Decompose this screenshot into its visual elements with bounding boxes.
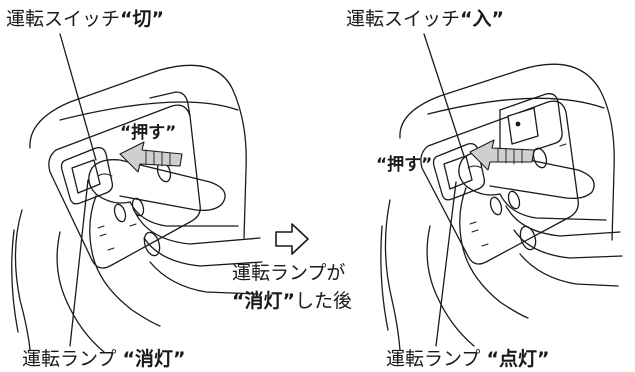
right-push-arrow [469, 139, 535, 171]
hollow-arrow-right-icon [275, 223, 309, 255]
left-lamp-leader [69, 179, 89, 347]
left-switch-state: “切” [120, 8, 164, 30]
left-push-arrow [119, 141, 183, 173]
right-lamp-state: “点灯” [486, 348, 550, 370]
left-push-label: “押す” [120, 123, 177, 143]
right-lamp-label: 運転ランプ “点灯” [386, 344, 549, 371]
right-hand [426, 151, 623, 347]
left-lamp-state: “消灯” [122, 348, 186, 370]
middle-caption-line2: “消灯”した後 [232, 288, 352, 316]
middle-caption-line1: 運転ランプが [232, 262, 346, 284]
right-switch-state: “入” [460, 8, 504, 30]
right-switch-label-prefix: 運転スイッチ [346, 8, 461, 30]
middle-caption-suffix: した後 [294, 289, 352, 312]
left-lamp-label: 運転ランプ “消灯” [22, 344, 185, 371]
left-switch-leader [59, 33, 97, 161]
right-switch-label: 運転スイッチ“入” [346, 4, 504, 31]
right-push-label: “押す” [376, 155, 433, 175]
right-lamp-label-prefix: 運転ランプ [386, 348, 487, 370]
middle-caption-state: “消灯” [232, 289, 295, 312]
right-switch-leader [423, 33, 465, 157]
right-appliance [380, 63, 615, 351]
left-hand [56, 159, 263, 353]
middle-caption: 運転ランプが “消灯”した後 [232, 260, 352, 315]
left-appliance [11, 64, 247, 351]
left-lamp-label-prefix: 運転ランプ [22, 348, 123, 370]
right-lamp-leader [435, 181, 457, 347]
left-switch-label-prefix: 運転スイッチ [6, 8, 121, 30]
left-switch-label: 運転スイッチ“切” [6, 4, 164, 31]
